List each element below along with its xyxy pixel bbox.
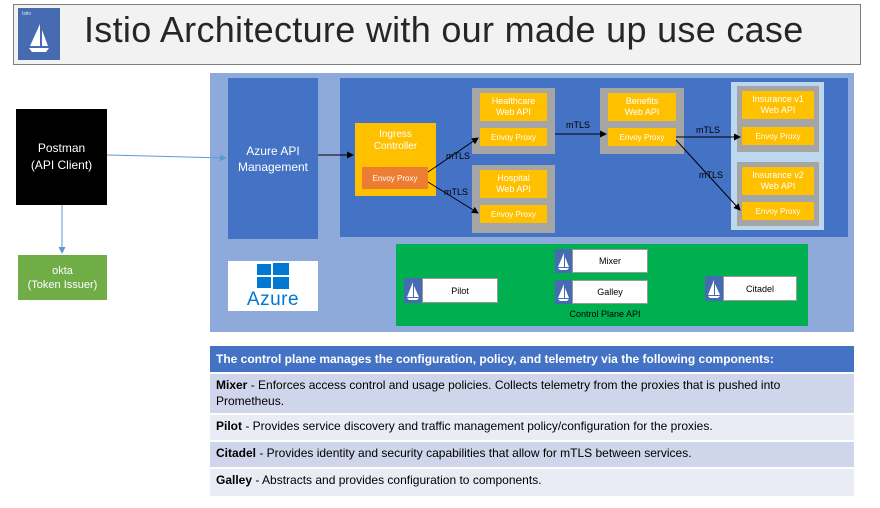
table-row-galley: Galley - Abstracts and provides configur… — [210, 469, 854, 496]
row-name: Mixer — [216, 378, 248, 392]
azure-logo-text: Azure — [246, 289, 300, 310]
components-table-header: The control plane manages the configurat… — [210, 346, 854, 372]
row-text: - Provides identity and security capabil… — [256, 446, 692, 460]
ingress-to-healthcare-arrow — [427, 137, 479, 173]
azure-logo: Azure — [228, 261, 318, 311]
healthcare-web-api: Healthcare Web API — [480, 93, 547, 121]
benefits-envoy-proxy: Envoy Proxy — [608, 128, 676, 146]
mtls-label-insurance-v1: mTLS — [696, 125, 721, 135]
insurance-v1-web-api: Insurance v1 Web API — [742, 91, 814, 119]
citadel-component: Citadel — [723, 276, 797, 301]
insurance-v2-web-api: Insurance v2 Web API — [742, 167, 814, 195]
table-row-mixer: Mixer - Enforces access control and usag… — [210, 374, 854, 413]
mtls-label-insurance-v2: mTLS — [699, 170, 724, 180]
row-text: - Abstracts and provides configuration t… — [252, 473, 542, 487]
healthcare-envoy-proxy: Envoy Proxy — [480, 128, 547, 146]
mixer-component: Mixer — [572, 249, 648, 273]
mtls-label-benefits: mTLS — [566, 120, 591, 130]
benefits-to-insurance-v2-arrow — [675, 139, 741, 211]
sail-icon — [29, 24, 49, 52]
ingress-label: Ingress Controller — [373, 129, 418, 152]
ingress-to-hospital-arrow — [427, 181, 479, 214]
istio-logo-text: Istio — [22, 11, 32, 17]
postman-client: Postman (API Client) — [16, 109, 107, 205]
ingress-envoy-proxy: Envoy Proxy — [362, 167, 428, 189]
page-title: Istio Architecture with our made up use … — [84, 9, 804, 50]
okta-token-issuer: okta (Token Issuer) — [18, 255, 107, 300]
benefits-web-api: Benefits Web API — [608, 93, 676, 121]
galley-istio-icon — [555, 280, 572, 304]
hospital-envoy-proxy: Envoy Proxy — [480, 205, 547, 223]
mtls-label-hospital: mTLS — [444, 187, 469, 197]
table-row-citadel: Citadel - Provides identity and security… — [210, 442, 854, 467]
row-name: Galley — [216, 473, 253, 487]
citadel-istio-icon — [705, 276, 723, 301]
row-text: - Enforces access control and usage poli… — [216, 378, 781, 408]
galley-component: Galley — [572, 280, 648, 304]
mixer-istio-icon — [555, 249, 572, 273]
insurance-v2-envoy-proxy: Envoy Proxy — [742, 202, 814, 220]
postman-to-apim-arrow — [106, 154, 227, 162]
mtls-label-healthcare: mTLS — [446, 151, 471, 161]
insurance-v1-envoy-proxy: Envoy Proxy — [742, 127, 814, 145]
istio-logo: Istio — [18, 8, 60, 60]
control-plane-label: Control Plane API — [569, 309, 641, 319]
title-bar — [13, 4, 861, 65]
pilot-istio-icon — [404, 278, 422, 303]
row-name: Pilot — [216, 419, 242, 433]
windows-icon — [257, 263, 289, 289]
row-text: - Provides service discovery and traffic… — [242, 419, 713, 433]
pilot-component: Pilot — [422, 278, 498, 303]
azure-api-management: Azure API Management — [228, 78, 318, 239]
hospital-web-api: Hospital Web API — [480, 170, 547, 198]
row-name: Citadel — [216, 446, 257, 460]
table-row-pilot: Pilot - Provides service discovery and t… — [210, 415, 854, 440]
